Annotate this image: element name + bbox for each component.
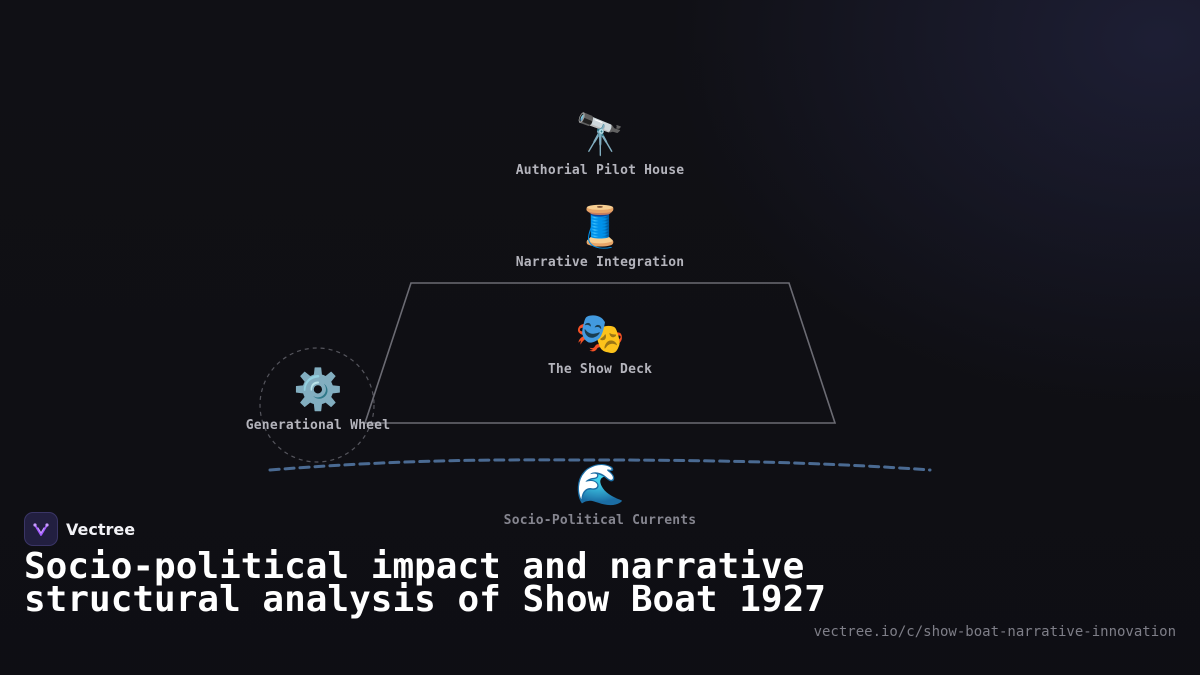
node-generational-wheel: ⚙️ Generational Wheel [198, 366, 438, 433]
vectree-logo-mark [33, 523, 49, 536]
node-label: Generational Wheel [245, 418, 391, 433]
water-wave-icon: 🌊 [575, 462, 625, 508]
vectree-logo-icon [24, 512, 58, 546]
socio-political-current-line [268, 458, 932, 472]
node-label: Socio-Political Currents [503, 513, 697, 528]
node-narrative-integration: 🧵 Narrative Integration [480, 203, 720, 270]
node-label: Narrative Integration [515, 255, 685, 270]
thread-spool-icon: 🧵 [575, 204, 625, 250]
theater-masks-icon: 🎭 [575, 311, 625, 357]
node-authorial-pilot-house: 🔭 Authorial Pilot House [480, 111, 720, 178]
source-url[interactable]: vectree.io/c/show-boat-narrative-innovat… [813, 624, 1176, 640]
node-show-deck: 🎭 The Show Deck [480, 310, 720, 377]
show-deck-hull [363, 282, 837, 424]
gear-icon: ⚙️ [293, 367, 343, 413]
page-title: Socio-political impact and narrative str… [24, 546, 826, 620]
node-socio-political-currents: 🌊 Socio-Political Currents [480, 461, 720, 528]
node-label: The Show Deck [547, 362, 653, 377]
brand[interactable]: Vectree [24, 512, 135, 546]
brand-name: Vectree [66, 519, 136, 539]
telescope-icon: 🔭 [575, 112, 625, 158]
generational-wheel-ring [259, 347, 375, 463]
node-label: Authorial Pilot House [515, 163, 685, 178]
